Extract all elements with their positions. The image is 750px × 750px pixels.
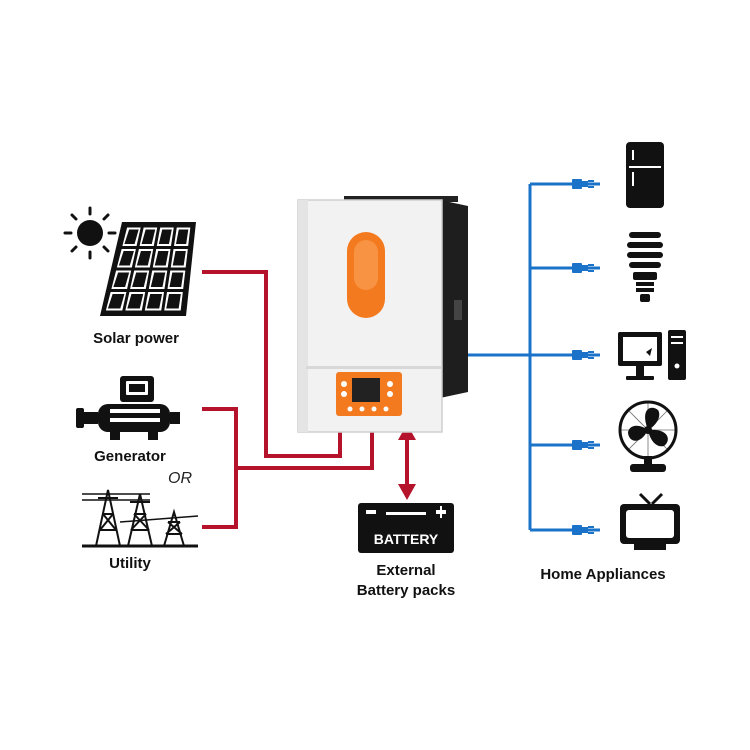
solar-cell-inner xyxy=(169,272,184,287)
solar-cell-inner xyxy=(136,251,152,266)
solar-cell-inner xyxy=(175,229,189,244)
solar-cell-inner xyxy=(141,229,156,244)
solar-power-label: Solar power xyxy=(93,330,179,347)
solar-cell-inner xyxy=(124,229,139,244)
battery-case-label: BATTERY xyxy=(374,531,439,547)
generator-label: Generator xyxy=(94,448,166,465)
or-label: OR xyxy=(168,470,192,487)
solar-cell-inner xyxy=(172,251,186,266)
solar-cell-inner xyxy=(127,294,144,309)
sun-icon xyxy=(63,206,117,260)
refrigerator-icon xyxy=(626,142,664,208)
solar-cell-inner xyxy=(154,251,169,266)
inverter-unit xyxy=(297,196,468,433)
plug-icon xyxy=(572,350,594,360)
solar-panel-icon xyxy=(100,222,196,316)
input-lines xyxy=(202,270,409,529)
plug-icon xyxy=(572,525,594,535)
solar-cell-inner xyxy=(113,272,130,287)
battery-icon: BATTERY xyxy=(358,503,454,553)
light-bulb-icon xyxy=(627,232,663,302)
plug-icon xyxy=(572,179,594,189)
fan-icon xyxy=(618,400,678,472)
solar-cell-inner xyxy=(107,294,125,309)
utility-label: Utility xyxy=(109,555,151,572)
solar-cell-inner xyxy=(150,272,166,287)
generator-icon xyxy=(76,376,180,440)
solar-cell-inner xyxy=(146,294,163,309)
battery-caption-line1: External xyxy=(376,562,436,579)
solar-cell-inner xyxy=(158,229,172,244)
plug-icon xyxy=(572,440,594,450)
battery-caption-line2: Battery packs xyxy=(356,582,456,599)
television-icon xyxy=(620,492,680,550)
solar-cell-inner xyxy=(132,272,148,287)
output-lines xyxy=(468,182,600,532)
plug-icon xyxy=(572,263,594,273)
home-appliances-label: Home Appliances xyxy=(540,566,666,583)
solar-line xyxy=(202,270,342,458)
computer-icon xyxy=(618,330,686,380)
solar-cell-inner xyxy=(166,294,181,309)
solar-cell-inner xyxy=(118,251,134,266)
plugs xyxy=(572,179,594,535)
generator-line xyxy=(202,407,238,529)
utility-line xyxy=(236,428,374,470)
utility-pylons-icon xyxy=(82,489,199,548)
battery-arrowhead-down xyxy=(398,484,416,500)
